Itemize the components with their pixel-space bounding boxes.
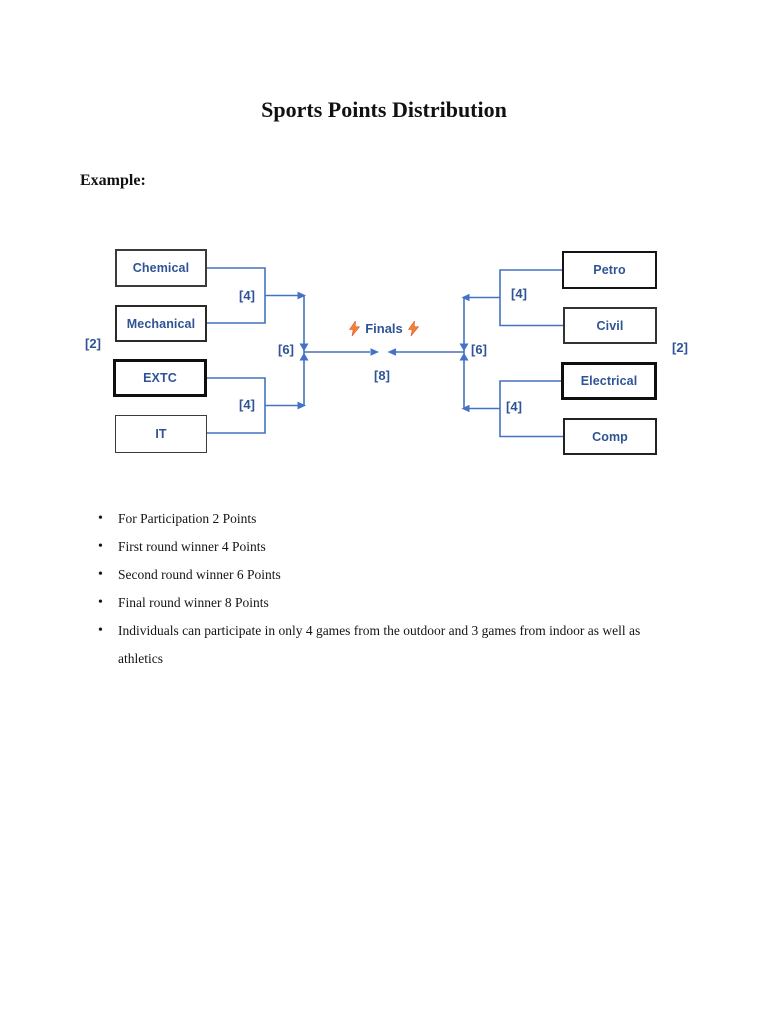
example-label: Example: [80, 172, 146, 189]
team-box-extc: EXTC [113, 359, 207, 397]
team-box-civil: Civil [563, 307, 657, 344]
rules-item-participation-limit: Individuals can participate in only 4 ga… [91, 617, 673, 673]
team-box-petro: Petro [562, 251, 657, 289]
points-label-first-round-upper-right: [4] [511, 286, 527, 301]
rules-item-first-round: First round winner 4 Points [91, 533, 673, 561]
points-label-final: [8] [374, 368, 390, 383]
points-label-second-round-right: [6] [471, 342, 487, 357]
rules-item-participation: For Participation 2 Points [91, 505, 673, 533]
points-label-participation-left: [2] [85, 336, 101, 351]
lightning-icon-right [407, 320, 419, 336]
finals-label: Finals [365, 320, 403, 336]
finals-label-group: Finals [338, 318, 430, 338]
team-box-it: IT [115, 415, 207, 453]
team-box-electrical: Electrical [561, 362, 657, 400]
page-title: Sports Points Distribution [261, 97, 507, 122]
points-label-first-round-upper-left: [4] [239, 288, 255, 303]
team-box-chemical: Chemical [115, 249, 207, 287]
team-box-comp: Comp [563, 418, 657, 455]
team-box-mechanical: Mechanical [115, 305, 207, 342]
rules-item-final-round: Final round winner 8 Points [91, 589, 673, 617]
rules-item-second-round: Second round winner 6 Points [91, 561, 673, 589]
points-label-second-round-left: [6] [278, 342, 294, 357]
points-label-first-round-lower-left: [4] [239, 397, 255, 412]
lightning-icon-left [349, 320, 361, 336]
points-label-participation-right: [2] [672, 340, 688, 355]
rules-list: For Participation 2 Points First round w… [91, 505, 673, 673]
points-label-first-round-lower-right: [4] [506, 399, 522, 414]
